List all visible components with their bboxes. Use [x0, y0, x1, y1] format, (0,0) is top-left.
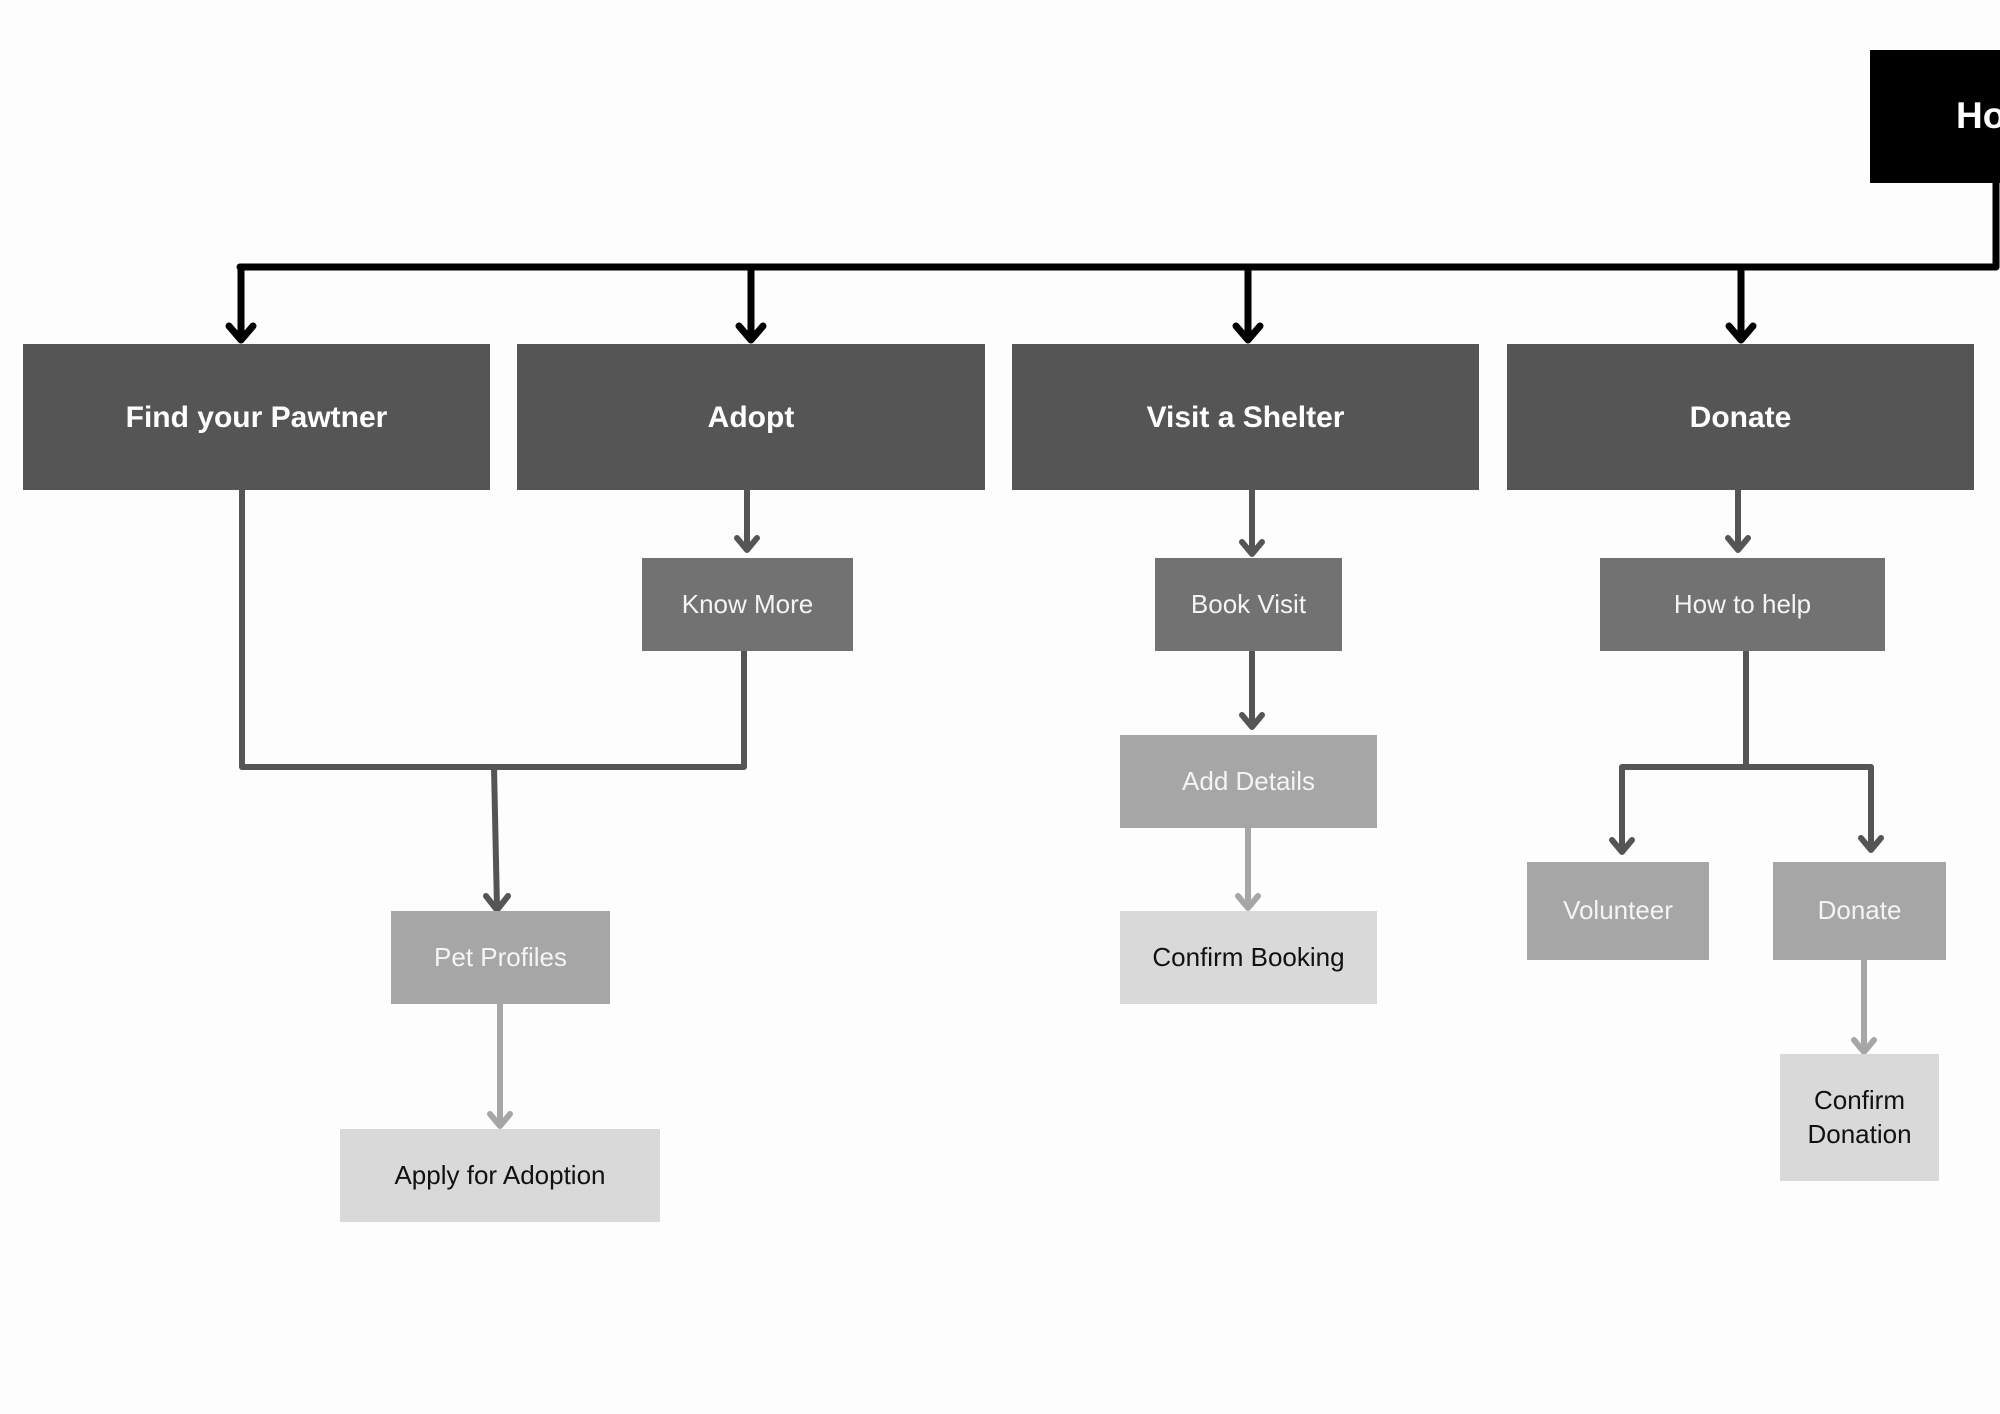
connector-how-to-help-to-donate-sub: [1743, 764, 1884, 853]
connector-donate-sub-to-confirm: [1851, 957, 1877, 1055]
connector-adopt-to-know-more: [734, 487, 760, 553]
node-confirm-booking[interactable]: Confirm Booking: [1120, 911, 1377, 1004]
node-donate-sub[interactable]: Donate: [1773, 862, 1946, 960]
node-donate[interactable]: Donate: [1507, 344, 1974, 490]
connector-merge-to-pet-profiles: [483, 764, 511, 913]
connector-add-details-to-confirm-booking: [1235, 825, 1261, 911]
node-know-more[interactable]: Know More: [642, 558, 853, 651]
node-pet-profiles[interactable]: Pet Profiles: [391, 911, 610, 1004]
connector-pet-profiles-to-apply: [487, 1000, 513, 1129]
node-adopt[interactable]: Adopt: [517, 344, 985, 490]
connector-visit-to-book-visit: [1239, 487, 1265, 557]
node-visit-a-shelter[interactable]: Visit a Shelter: [1012, 344, 1479, 490]
connector-donate-to-how-to-help: [1725, 487, 1751, 553]
connector-book-visit-to-add-details: [1239, 649, 1265, 730]
node-book-visit[interactable]: Book Visit: [1155, 558, 1342, 651]
node-home[interactable]: Ho: [1870, 50, 2000, 183]
connector-how-to-help-branch: [1609, 649, 1749, 855]
connector-to-visit-a-shelter: [1232, 263, 1264, 344]
connector-home-trunk: [236, 176, 2000, 271]
connector-to-donate-main: [1725, 263, 1757, 344]
node-find-your-pawtner[interactable]: Find your Pawtner: [23, 344, 490, 490]
connector-to-find-your-pawtner: [225, 263, 257, 344]
node-add-details[interactable]: Add Details: [1120, 735, 1377, 828]
node-confirm-donation[interactable]: Confirm Donation: [1780, 1054, 1939, 1181]
node-how-to-help[interactable]: How to help: [1600, 558, 1885, 651]
connector-to-adopt: [735, 263, 767, 344]
node-apply-for-adoption[interactable]: Apply for Adoption: [340, 1129, 660, 1222]
node-volunteer[interactable]: Volunteer: [1527, 862, 1709, 960]
